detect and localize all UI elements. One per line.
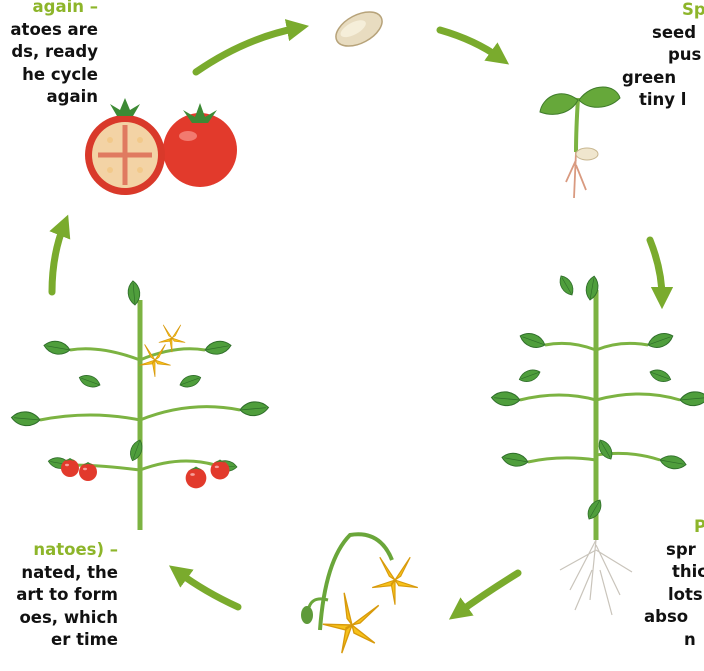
sprout-icon <box>540 87 620 198</box>
seed-icon <box>330 5 387 53</box>
top-left-text: again – atoes are ds, ready he cycle aga… <box>10 0 98 109</box>
mid-right-text: P spr thic lots abso n <box>640 516 704 651</box>
top-right-line-5: tiny l <box>622 89 704 112</box>
flower-icon <box>301 534 418 662</box>
arrow-plant-to-flower <box>458 573 518 613</box>
arrow-sprout-to-plant <box>650 240 662 298</box>
top-right-heading: Sp <box>622 0 704 22</box>
top-left-line-3: ds, ready <box>10 41 98 64</box>
mid-right-line-3: thic <box>640 561 704 584</box>
bottom-left-line-2: nated, the <box>16 562 118 585</box>
top-left-line-4: he cycle <box>10 64 98 87</box>
top-right-line-3: pus <box>622 44 704 67</box>
arrow-seed-to-sprout <box>440 30 500 58</box>
top-left-heading: again – <box>10 0 98 19</box>
mid-right-line-4: lots <box>640 584 704 607</box>
bottom-left-line-5: er time <box>16 629 118 652</box>
bottom-left-line-3: art to form <box>16 584 118 607</box>
bottom-left-heading: natoes) – <box>16 539 118 562</box>
bottom-left-line-4: oes, which <box>16 607 118 630</box>
top-left-line-2: atoes are <box>10 19 98 42</box>
mid-right-line-6: n <box>640 629 704 652</box>
cycle-arrows <box>52 28 662 613</box>
mid-right-line-2: spr <box>640 539 704 562</box>
bottom-left-text: natoes) – nated, the art to form oes, wh… <box>16 539 118 652</box>
arrow-flower-to-fruiting <box>178 572 238 607</box>
top-right-text: Sp seed pus green tiny l <box>622 0 704 112</box>
mid-right-line-5: abso <box>640 606 704 629</box>
arrow-fruit-to-seed <box>196 28 298 72</box>
arrow-fruiting-to-fruit <box>52 225 64 292</box>
top-right-line-2: seed <box>622 22 704 45</box>
tomato-fruit-icon <box>85 98 237 195</box>
mid-right-heading: P <box>640 516 704 539</box>
fruiting-plant-icon <box>11 280 269 530</box>
top-left-line-5: again <box>10 86 98 109</box>
top-right-line-4: green <box>622 67 704 90</box>
